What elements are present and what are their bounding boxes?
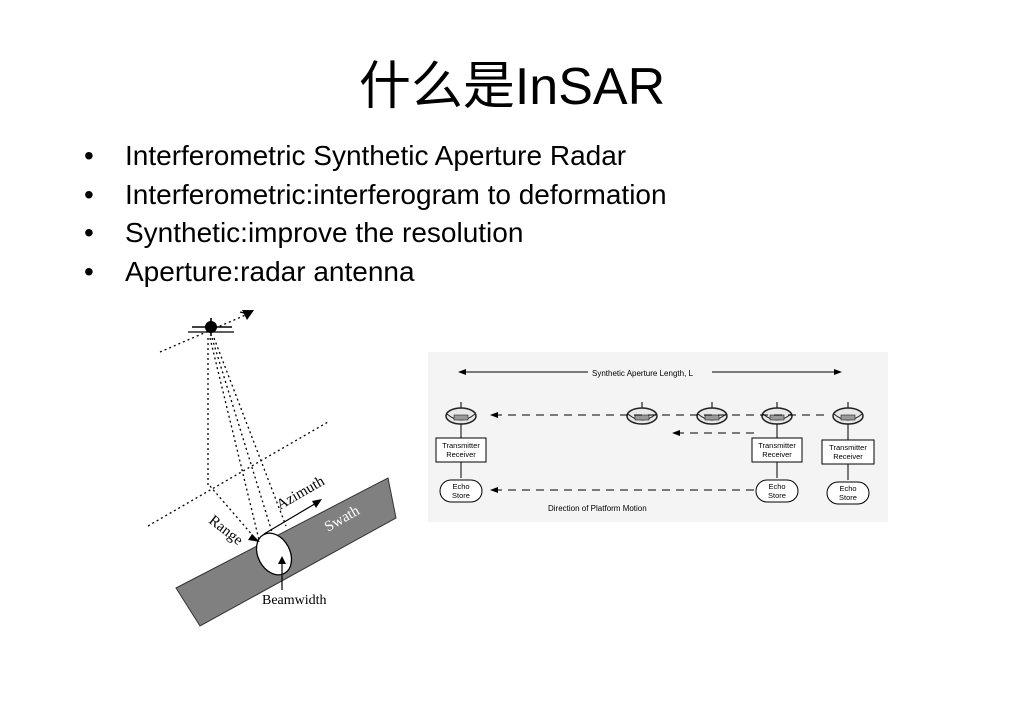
slide-title: 什么是InSAR (358, 58, 666, 116)
bullet-item: • Aperture:radar antenna (84, 253, 667, 292)
receiver-label: Receiver (833, 452, 863, 461)
signal-arrowhead (490, 412, 498, 418)
transmitter-receiver-box: Transmitter Receiver (435, 437, 487, 463)
aperture-length-label: Synthetic Aperture Length, L (592, 369, 694, 378)
azimuth-label: Azimuth (274, 473, 328, 513)
motion-arrowhead (490, 487, 498, 493)
bullet-text: Interferometric Synthetic Aperture Radar (125, 140, 627, 171)
bullet-marker: • (84, 255, 94, 287)
bullet-marker: • (84, 178, 94, 210)
transmitter-label: Transmitter (829, 443, 867, 452)
store-label: Store (452, 491, 470, 500)
bullet-item: • Interferometric:interferogram to deform… (84, 176, 667, 215)
transmitter-label: Transmitter (442, 441, 480, 450)
bullet-item: • Synthetic:improve the resolution (84, 214, 667, 253)
bullet-marker: • (84, 140, 94, 171)
transmitter-label: Transmitter (758, 441, 796, 450)
beamwidth-label: Beamwidth (262, 593, 327, 608)
motion-label: Direction of Platform Motion (548, 504, 647, 513)
beamwidth-arrowhead (278, 556, 286, 564)
bullet-text: Interferometric:interferogram to deforma… (125, 178, 667, 210)
echo-label: Echo (768, 482, 785, 491)
beam-footprint (255, 532, 293, 576)
transmitter-receiver-box: Transmitter Receiver (821, 439, 875, 465)
echo-store-oval: Echo Store (439, 479, 483, 503)
flight-direction-arrow (242, 310, 254, 320)
arrowhead-left (458, 369, 466, 375)
bullet-list: • Interferometric Synthetic Aperture Rada… (84, 137, 667, 291)
ground-line-lower (147, 421, 329, 527)
signal-arrowhead (672, 430, 680, 436)
receiver-label: Receiver (446, 450, 476, 459)
bullet-marker: • (84, 217, 94, 248)
beam-line (209, 337, 261, 545)
bullet-text: Aperture:radar antenna (125, 255, 415, 287)
store-label: Store (839, 493, 857, 502)
echo-store-oval: Echo Store (755, 479, 799, 503)
echo-label: Echo (839, 484, 856, 493)
bullet-text: Synthetic:improve the resolution (125, 217, 524, 248)
receiver-label: Receiver (762, 450, 792, 459)
range-arrowhead (248, 534, 260, 542)
beam-line (211, 337, 281, 559)
satellite-icon (188, 318, 234, 336)
synthetic-aperture-figure: Synthetic Aperture Length, L Transmitter… (428, 352, 888, 522)
range-label: Range (206, 513, 246, 549)
azimuth-arrow (263, 501, 319, 535)
bullet-item: • Interferometric Synthetic Aperture Rada… (84, 137, 667, 176)
sar-geometry-figure: Azimuth Swath Range Beamwidth (147, 310, 397, 627)
transmitter-receiver-box: Transmitter Receiver (751, 437, 803, 463)
store-label: Store (768, 491, 786, 500)
arrowhead-right (834, 369, 842, 375)
figure-panel (428, 352, 888, 522)
echo-label: Echo (452, 482, 469, 491)
azimuth-arrowhead (312, 499, 322, 508)
ground-line-upper (159, 313, 249, 353)
echo-store-oval: Echo Store (826, 481, 870, 505)
beam-line (213, 337, 287, 527)
